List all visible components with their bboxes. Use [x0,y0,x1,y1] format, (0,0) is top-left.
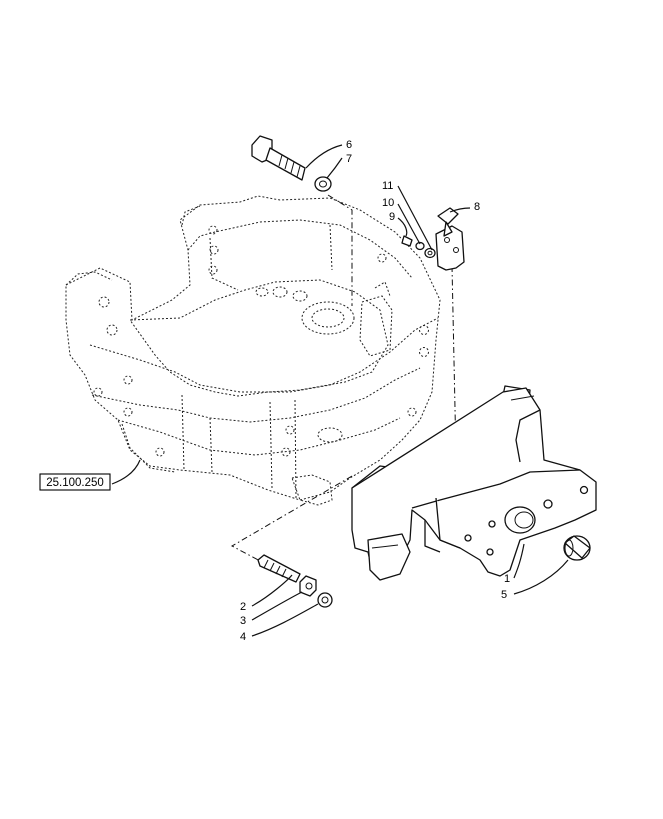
callout-labels: 1 2 3 4 5 6 7 8 9 10 11 [240,139,510,643]
axle-housing-outline [65,195,441,506]
part-7-washer [314,176,332,192]
callout-4: 4 [240,631,246,643]
part-1-bracket [351,385,597,581]
callout-9: 9 [389,211,395,223]
reference-text: 25.100.250 [46,477,104,489]
callout-10: 10 [382,197,394,209]
part-9-screw [401,235,413,247]
part-3-nut [299,575,317,597]
part-4-washer [317,592,333,608]
part-5-plug [563,535,591,561]
callout-7: 7 [346,153,352,165]
part-10-washer [415,241,425,251]
leader-lines [111,144,569,637]
callout-5: 5 [501,589,507,601]
callout-11: 11 [382,180,393,192]
part-11-ring [424,247,436,259]
callout-6: 6 [346,139,352,151]
part-2-stud [257,554,301,583]
reference-label[interactable]: 25.100.250 [39,473,111,491]
callout-2: 2 [240,601,246,613]
part-8-locking-plate [435,207,465,271]
reference-box [39,473,111,491]
part-6-bolt [251,135,306,181]
callout-8: 8 [474,201,480,213]
callout-1: 1 [504,573,510,585]
callout-3: 3 [240,615,246,627]
